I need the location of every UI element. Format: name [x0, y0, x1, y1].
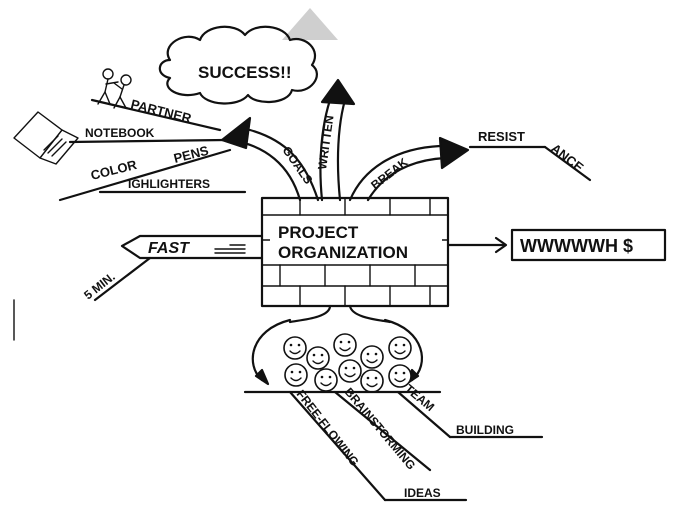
goals-arrow: [220, 116, 320, 202]
face: [284, 363, 308, 387]
face: [388, 364, 412, 388]
central-brick-wall: PROJECT ORGANIZATION: [260, 196, 450, 308]
cloud-label: SUCCESS!!: [198, 63, 292, 82]
resist-line: [468, 145, 592, 182]
notebook-label: NOTEBOOK: [85, 126, 155, 140]
highlighters-label: IGHLIGHTERS: [128, 177, 210, 191]
fast-arrow: [120, 234, 264, 260]
face: [283, 336, 307, 360]
fast-label: FAST: [148, 240, 190, 257]
center-line2: ORGANIZATION: [278, 243, 408, 262]
face: [388, 336, 412, 360]
ance-label: ANCE: [548, 141, 587, 176]
face: [360, 345, 384, 369]
face: [333, 333, 357, 357]
success-cloud: SUCCESS!!: [158, 25, 318, 105]
five-min-line: [93, 256, 152, 302]
building-label: BUILDING: [456, 423, 514, 437]
notebook-laptop-icon: [13, 111, 79, 165]
left-branch-lines: [58, 98, 247, 202]
face: [360, 369, 384, 393]
top-triangle-marker: [282, 8, 338, 40]
partner-label: PARTNER: [129, 96, 193, 126]
face: [306, 346, 330, 370]
break-label: BREAK: [368, 155, 411, 193]
break-arrow: [348, 136, 470, 202]
written-arrow: [319, 78, 356, 202]
face: [314, 368, 338, 392]
written-label: WRITTEN: [315, 114, 336, 170]
output-arrow: [446, 228, 667, 262]
ideas-label: IDEAS: [404, 486, 441, 500]
goals-label: GOALS: [280, 144, 316, 187]
face: [338, 359, 362, 383]
bottom-branches: [243, 390, 544, 502]
center-line1: PROJECT: [278, 223, 359, 242]
team-faces-icon: [283, 333, 412, 393]
output-box-label: WWWWWH $: [520, 236, 633, 256]
team-arrows: [251, 304, 424, 386]
resist-label: RESIST: [478, 129, 525, 144]
